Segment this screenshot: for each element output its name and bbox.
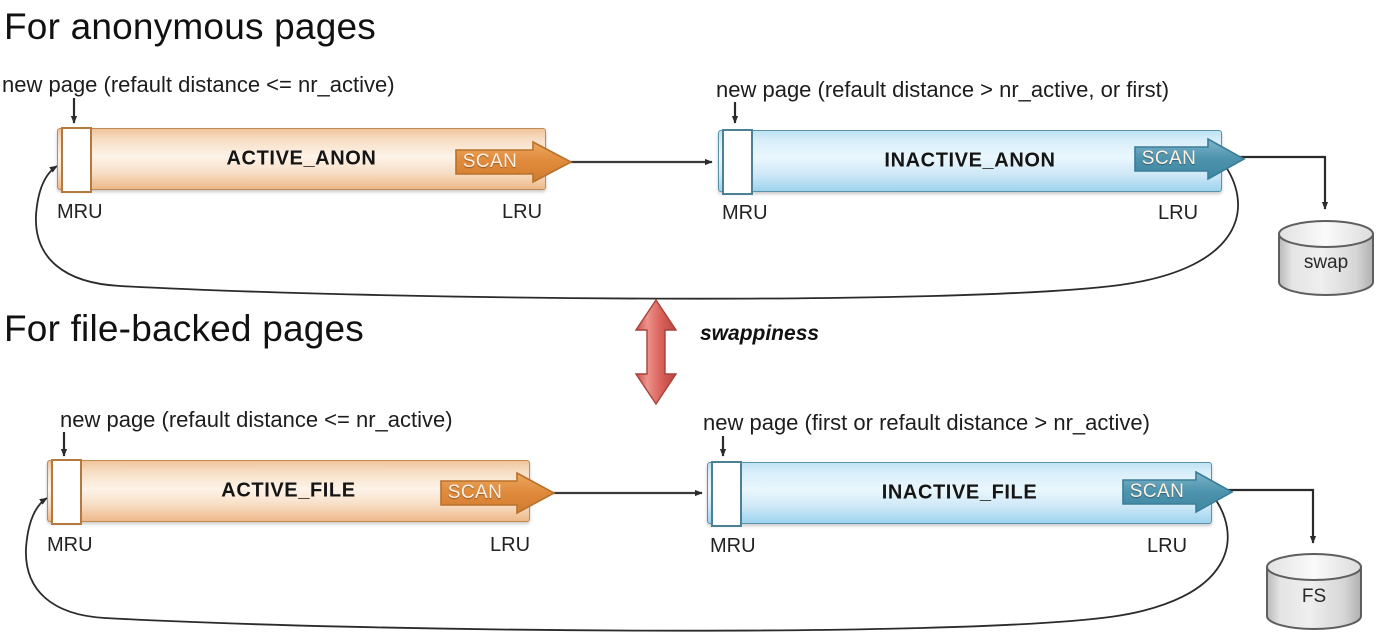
lru-bar-label-inactive-file: INACTIVE_FILE (881, 481, 1038, 504)
lru-bar-inactive-file[interactable]: INACTIVE_FILE (707, 461, 1212, 527)
mru-label-active-anon: MRU (57, 201, 103, 223)
lru-bar-active-file[interactable]: ACTIVE_FILE (47, 459, 530, 525)
lru-label-active-anon: LRU (502, 201, 543, 223)
scan-label-active-file: SCAN (447, 482, 503, 503)
mru-slot-active-file (51, 459, 82, 525)
scan-label-active-anon: SCAN (462, 151, 518, 172)
caption-active-anon: new page (refault distance <= nr_active) (2, 72, 395, 97)
lru-label-inactive-file: LRU (1147, 535, 1188, 557)
page-title-file: For file-backed pages (4, 308, 364, 349)
mru-slot-inactive-anon (722, 129, 753, 195)
mru-label-inactive-anon: MRU (722, 202, 768, 224)
mru-label-active-file: MRU (47, 534, 93, 556)
scan-label-inactive-anon: SCAN (1141, 148, 1197, 169)
scan-arrow-inactive-file[interactable]: SCAN (1122, 470, 1234, 514)
fs-store[interactable]: FS (1264, 552, 1364, 632)
scan-arrow-inactive-anon[interactable]: SCAN (1134, 137, 1246, 181)
mru-label-inactive-file: MRU (710, 535, 756, 557)
fs-label: FS (1301, 585, 1327, 607)
lru-label-active-file: LRU (490, 534, 531, 556)
mru-slot-active-anon (61, 127, 92, 193)
swappiness-label: swappiness (700, 322, 820, 345)
swap-store[interactable]: swap (1276, 219, 1376, 297)
lru-bar-label-active-file: ACTIVE_FILE (221, 479, 356, 502)
page-title-anon: For anonymous pages (4, 6, 376, 47)
swap-label: swap (1303, 251, 1349, 273)
scan-arrow-active-anon[interactable]: SCAN (455, 140, 573, 184)
mru-slot-inactive-file (711, 461, 742, 527)
lru-bar-active-anon[interactable]: ACTIVE_ANON (57, 127, 546, 193)
caption-inactive-anon: new page (refault distance > nr_active, … (716, 77, 1170, 102)
lru-bar-label-active-anon: ACTIVE_ANON (226, 147, 377, 170)
swappiness-arrow (634, 298, 678, 406)
caption-inactive-file: new page (first or refault distance > nr… (703, 410, 1150, 435)
caption-active-file: new page (refault distance <= nr_active) (60, 407, 453, 432)
lru-label-inactive-anon: LRU (1158, 202, 1199, 224)
lru-bar-label-inactive-anon: INACTIVE_ANON (884, 149, 1056, 172)
scan-label-inactive-file: SCAN (1129, 481, 1185, 502)
scan-arrow-active-file[interactable]: SCAN (440, 471, 556, 515)
